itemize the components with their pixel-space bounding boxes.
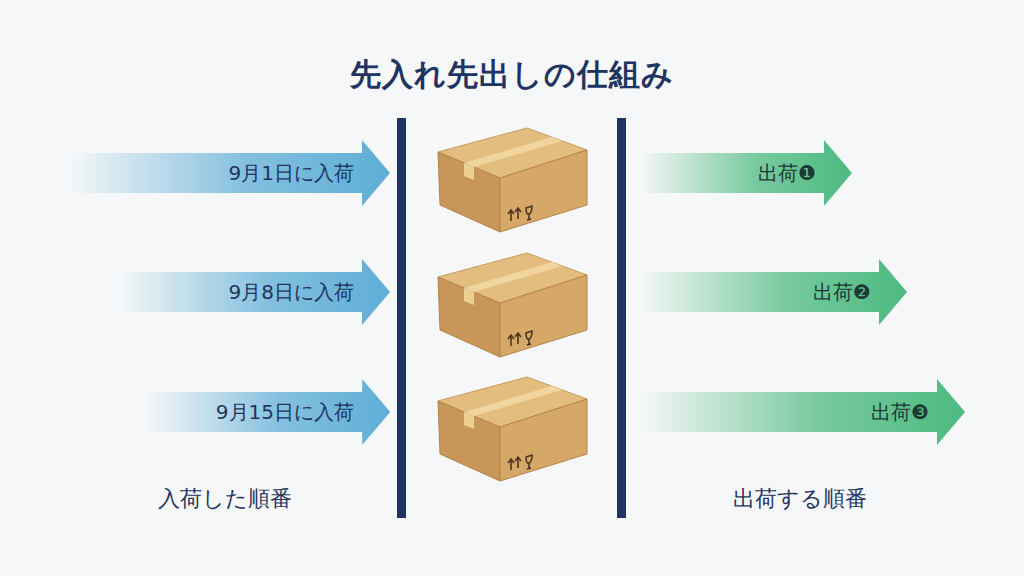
order-caption: 入荷した順番 bbox=[158, 484, 292, 514]
outbound-arrow: 出荷❶ bbox=[640, 140, 852, 206]
arrow-body bbox=[640, 140, 852, 206]
arrow-body bbox=[640, 379, 965, 445]
arrow-label: 出荷❶ bbox=[758, 161, 816, 185]
inbound-arrow: 9月15日に入荷 bbox=[146, 379, 390, 445]
divider-line bbox=[397, 118, 406, 518]
cardboard-box bbox=[438, 377, 587, 481]
arrow-body bbox=[146, 379, 390, 445]
arrow-body bbox=[118, 259, 390, 325]
arrow-label: 9月1日に入荷 bbox=[229, 161, 354, 185]
arrow-body bbox=[640, 259, 907, 325]
order-caption: 出荷する順番 bbox=[733, 484, 867, 514]
cardboard-box bbox=[438, 128, 587, 232]
inbound-arrow: 9月8日に入荷 bbox=[118, 259, 390, 325]
arrow-body bbox=[68, 140, 390, 206]
divider-line bbox=[617, 118, 626, 518]
diagram-title: 先入れ先出しの仕組み bbox=[0, 54, 1024, 96]
arrow-label: 9月8日に入荷 bbox=[229, 280, 354, 304]
inbound-arrow: 9月1日に入荷 bbox=[68, 140, 390, 206]
arrow-label: 出荷❷ bbox=[813, 280, 871, 304]
cardboard-box bbox=[438, 253, 587, 357]
arrow-label: 9月15日に入荷 bbox=[216, 400, 354, 424]
arrow-shape bbox=[640, 140, 852, 206]
outbound-arrow: 出荷❷ bbox=[640, 259, 907, 325]
outbound-arrow: 出荷❸ bbox=[640, 379, 965, 445]
arrow-label: 出荷❸ bbox=[871, 400, 929, 424]
